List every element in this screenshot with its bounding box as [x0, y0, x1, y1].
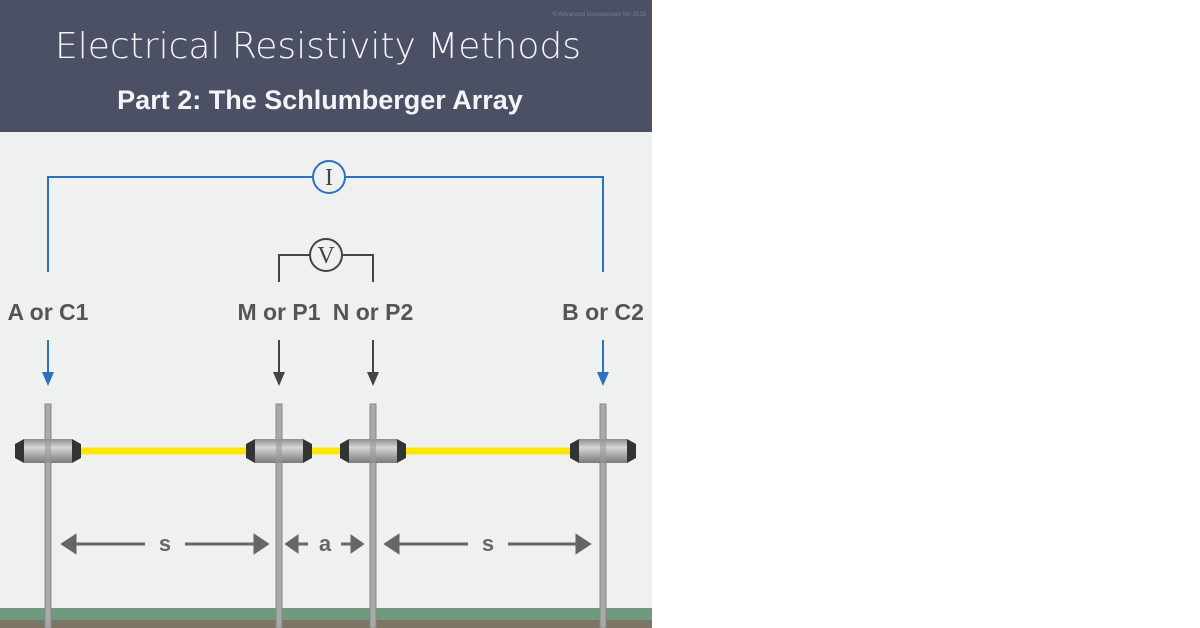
- svg-text:I: I: [325, 165, 333, 191]
- clamp-end-left: [340, 439, 349, 463]
- grass-layer: [0, 608, 652, 620]
- title: Electrical Resistivity Methods: [55, 26, 581, 67]
- voltage-meter-icon: V: [309, 238, 343, 272]
- clamp-end-right: [627, 439, 636, 463]
- clamp-end-left: [15, 439, 24, 463]
- dimension-arrows: [60, 533, 592, 555]
- electrode-stake: [44, 403, 52, 628]
- clamp-end-left: [246, 439, 255, 463]
- current-meter-icon: I: [312, 160, 346, 194]
- soil-layer: [0, 620, 652, 628]
- schlumberger-array-diagram: Electrical Resistivity Methods Part 2: T…: [0, 0, 652, 628]
- electrode-2: [246, 403, 312, 628]
- current-circuit: [47, 176, 604, 272]
- header-bar: [0, 0, 652, 132]
- electrode-label-n: N or P2: [333, 299, 414, 325]
- clamp-end-right: [397, 439, 406, 463]
- voltage-circuit: [278, 254, 374, 282]
- spacing-label-s-right: s: [482, 531, 494, 556]
- electrode-label-m: M or P1: [237, 299, 320, 325]
- electrode-stake: [369, 403, 377, 628]
- electrode-4: [570, 403, 636, 628]
- down-arrow-icons: [42, 340, 609, 386]
- clamp-end-right: [72, 439, 81, 463]
- electrode-1: [15, 403, 81, 628]
- electrode-stake: [275, 403, 283, 628]
- spacing-label-a: a: [319, 531, 332, 556]
- clamp-end-left: [570, 439, 579, 463]
- spacing-label-s-left: s: [159, 531, 171, 556]
- electrode-label-a: A or C1: [8, 299, 89, 325]
- subtitle: Part 2: The Schlumberger Array: [117, 85, 523, 115]
- electrode-label-b: B or C2: [562, 299, 644, 325]
- electrode-3: [340, 403, 406, 628]
- electrode-stake: [599, 403, 607, 628]
- copyright: © Advanced Geosciences Inc 2018: [553, 11, 647, 18]
- clamp-end-right: [303, 439, 312, 463]
- svg-text:V: V: [317, 243, 335, 269]
